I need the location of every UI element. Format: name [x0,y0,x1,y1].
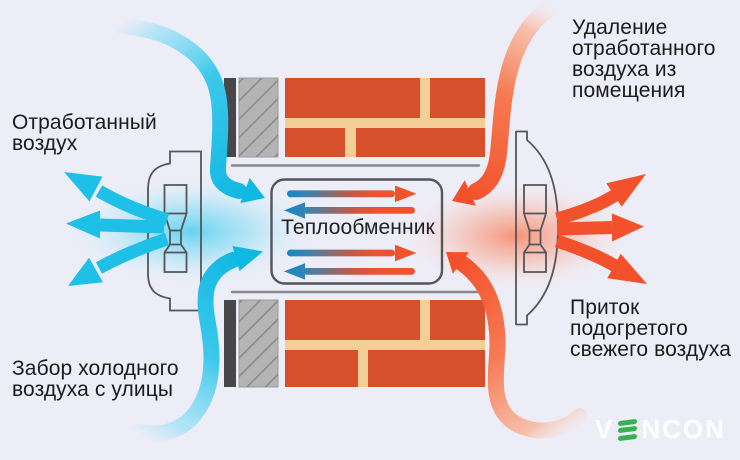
cold-swoosh-bottom-arrowhead [232,246,263,271]
supply-arrow-upper [555,174,646,226]
left-fan-housing [147,150,202,312]
left-fan [147,150,202,312]
logo-suffix: NCON [641,414,726,444]
cold-swoosh-bottom-intake [130,246,263,442]
wall-top [224,77,485,167]
cold-swoosh-top [114,18,265,204]
exchange-arrow-left-2 [284,263,415,280]
wall-top-bricks [285,78,485,157]
supply-arrows-right [554,174,647,284]
label-exhaust-air: Отработанный воздух [12,111,157,155]
vencon-logo: V NCON [595,414,726,445]
label-exhaust-removal: Удаление отработанного воздуха из помеще… [572,16,716,102]
exchange-arrow-left-1 [284,202,415,219]
label-heat-exchanger: Теплообменник [281,216,435,239]
logo-prefix: V [595,414,615,444]
warm-swoosh-bottom-arrowhead [446,252,470,274]
supply-arrow-middle [556,213,644,242]
logo-green-e-icon [618,418,638,441]
wall-bottom-insulation-hatch [239,300,278,387]
warm-swoosh-bottom-supply [446,252,588,439]
wall-bottom-bricks [285,300,485,387]
heat-exchange-arrows [284,185,417,280]
warm-swoosh-top-removal [452,3,554,206]
exchange-arrow-right-1 [287,185,417,203]
heat-exchanger-box [270,178,444,285]
supply-arrow-lower [554,234,647,284]
exhaust-arrow-upper [64,172,169,227]
wall-top-insulation-hatch [239,78,278,157]
warm-swoosh-top-arrowhead [452,180,476,206]
cold-swoosh-top-arrowhead [240,177,265,204]
exhaust-arrow-lower [68,232,170,286]
exhaust-arrow-middle [66,210,165,239]
label-cold-intake: Забор холодного воздуха с улицы [12,357,179,401]
exhaust-arrows-left [64,172,170,286]
exchange-arrow-right-2 [287,244,417,262]
label-warm-supply: Приток подогретого свежего воздуха [570,296,732,361]
wall-bottom [224,290,485,388]
wall-bottom-dark-layer [224,300,236,387]
